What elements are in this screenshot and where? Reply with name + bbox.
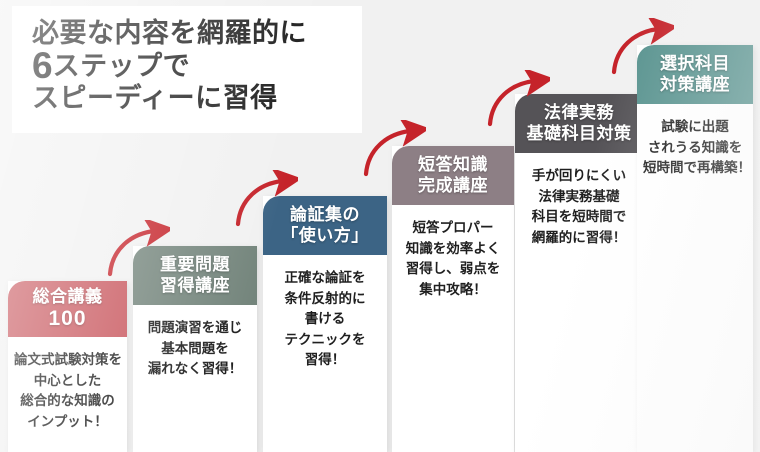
step-body-1-line-4: インプット！	[27, 413, 108, 429]
step-body-1-line-2: 中心とした	[33, 372, 102, 388]
step-body-3-line-4: テクニックを	[284, 331, 366, 347]
step-header-6-line-1: 選択科目	[660, 53, 730, 73]
headline-line-1: 必要な内容を網羅的に	[32, 18, 307, 48]
step-body-4-line-4: 集中攻略！	[419, 281, 487, 297]
step-header-5-line-1: 法律実務	[544, 102, 614, 122]
step-body-4-line-1: 短答プロパー	[412, 220, 494, 235]
step-header-1-line-1: 総合講義	[32, 286, 103, 306]
step-header-2: 重要問題 習得講座	[133, 246, 257, 305]
step-body-2: 問題演習を通じ 基本問題を 漏れなく習得！	[133, 305, 257, 390]
step-body-5-line-2: 法律実務基礎	[538, 188, 620, 204]
step-card-4[interactable]: 短答知識 完成講座 短答プロパー 知識を効率よく 習得し、弱点を 集中攻略！	[392, 146, 514, 452]
step-header-6-line-2: 対策講座	[660, 75, 730, 94]
step-body-4-line-2: 知識を効率よく	[405, 240, 501, 256]
step-body-6-line-2: されうる知識を	[647, 139, 743, 155]
step-card-1[interactable]: 総合講義 100 論文式試験対策を 中心とした 総合的な知識の インプット！	[8, 281, 127, 452]
step-body-2-line-3: 漏れなく習得！	[147, 361, 243, 377]
step-body-2-line-2: 基本問題を	[161, 340, 229, 356]
step-card-6[interactable]: 選択科目 対策講座 試験に出題 されうる知識を 短時間で再構築！	[637, 45, 753, 452]
step-header-4: 短答知識 完成講座	[392, 146, 514, 205]
step-header-2-line-2: 習得講座	[160, 276, 230, 295]
step-header-2-line-1: 重要問題	[160, 254, 230, 274]
step-header-3-line-2: 「使い方」	[281, 226, 369, 245]
step-header-3-line-1: 論証集の	[290, 204, 360, 224]
headline-step-count: 6	[32, 45, 53, 87]
step-body-1: 論文式試験対策を 中心とした 総合的な知識の インプット！	[8, 337, 127, 442]
step-body-3-line-1: 正確な論証を	[284, 270, 366, 285]
step-body-4-line-3: 習得し、弱点を	[405, 261, 501, 277]
step-body-6-line-1: 試験に出題	[661, 119, 729, 134]
step-body-3: 正確な論証を 条件反射的に 書ける テクニックを 習得！	[263, 255, 387, 381]
step-card-2[interactable]: 重要問題 習得講座 問題演習を通じ 基本問題を 漏れなく習得！	[133, 246, 257, 452]
step-body-1-line-3: 総合的な知識の	[20, 393, 115, 409]
step-body-5: 手が回りにくい 法律実務基礎 科目を短時間で 網羅的に習得！	[515, 153, 643, 258]
step-header-4-line-1: 短答知識	[418, 154, 488, 174]
step-body-6-line-3: 短時間で再構築！	[643, 160, 751, 176]
step-body-2-line-1: 問題演習を通じ	[147, 320, 243, 335]
headline-line-2: 6ステップで	[32, 47, 354, 84]
step-header-1-line-2: 100	[48, 306, 87, 330]
step-card-3[interactable]: 論証集の 「使い方」 正確な論証を 条件反射的に 書ける テクニックを 習得！	[263, 196, 387, 452]
step-body-5-line-4: 網羅的に習得！	[531, 229, 627, 245]
step-header-1: 総合講義 100	[8, 281, 127, 337]
step-body-3-line-2: 条件反射的に	[284, 290, 366, 306]
step-card-5[interactable]: 法律実務 基礎科目対策 手が回りにくい 法律実務基礎 科目を短時間で 網羅的に習…	[515, 94, 643, 452]
step-header-5: 法律実務 基礎科目対策	[515, 94, 643, 153]
step-body-3-line-5: 習得！	[304, 352, 346, 368]
step-header-5-line-2: 基礎科目対策	[526, 124, 632, 143]
step-body-4: 短答プロパー 知識を効率よく 習得し、弱点を 集中攻略！	[392, 205, 514, 310]
step-header-4-line-2: 完成講座	[418, 176, 488, 195]
step-header-3: 論証集の 「使い方」	[263, 196, 387, 255]
headline-line-3: スピーディーに習得	[32, 82, 278, 113]
step-header-6: 選択科目 対策講座	[637, 45, 753, 104]
headline-line-2-rest: ステップで	[52, 51, 191, 82]
headline-text-group: 必要な内容を網羅的に 6ステップで スピーディーに習得	[32, 18, 354, 114]
step-body-1-line-1: 論文式試験対策を	[14, 352, 122, 367]
step-body-5-line-1: 手が回りにくい	[531, 168, 627, 183]
step-body-5-line-3: 科目を短時間で	[531, 209, 627, 225]
step-body-3-line-3: 書ける	[304, 311, 346, 327]
step-body-6: 試験に出題 されうる知識を 短時間で再構築！	[637, 104, 753, 189]
headline-block: 必要な内容を網羅的に 6ステップで スピーディーに習得	[12, 6, 362, 133]
